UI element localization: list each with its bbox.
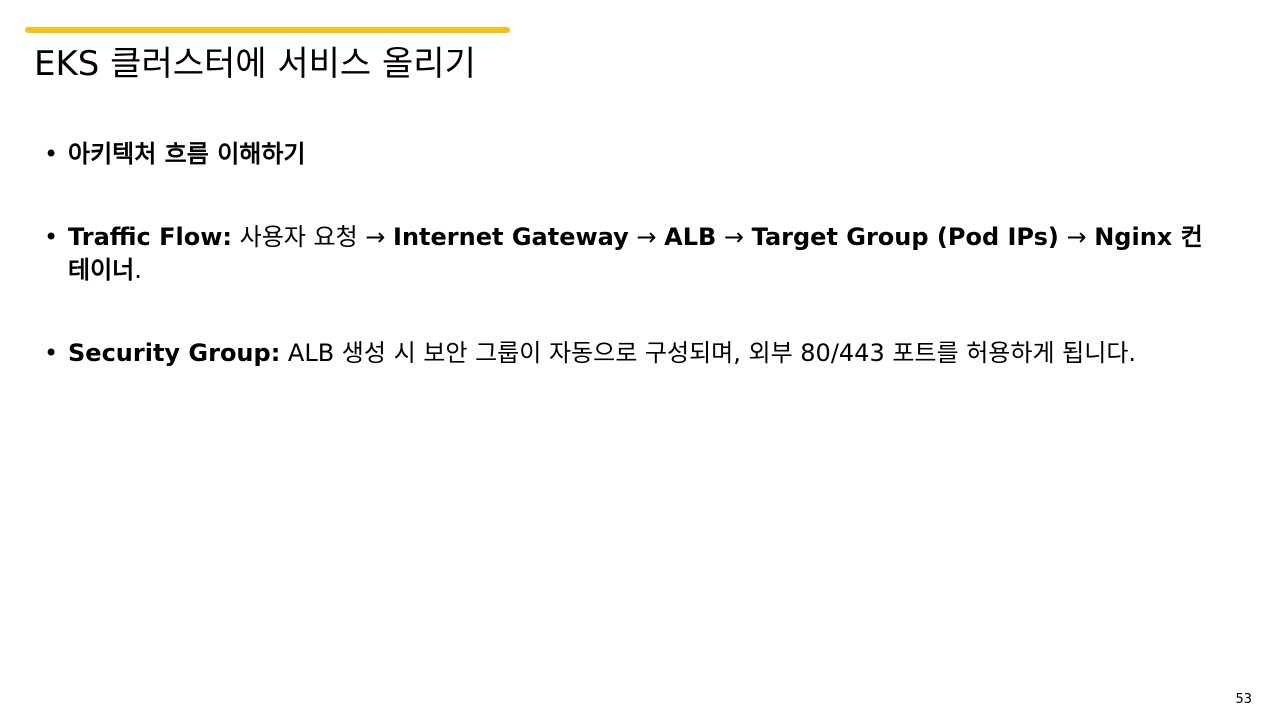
bullet-dot-icon: • [44, 339, 59, 367]
bullet-text: . [134, 256, 142, 284]
bullet-label: Security Group: [68, 339, 281, 367]
bullet-text: ALB 생성 시 보안 그룹이 자동으로 구성되며, 외부 80/443 포트를… [280, 339, 1137, 367]
bullet-text: 사용자 요청 → [232, 223, 394, 251]
bullet-label: Traffic Flow: [68, 223, 232, 251]
term-alb: ALB [664, 223, 717, 251]
term-nginx-container: Nginx 컨테이너 [68, 223, 1203, 284]
bullet-security-group: • Security Group: ALB 생성 시 보안 그룹이 자동으로 구… [40, 337, 1215, 370]
title-accent-bar [25, 27, 510, 33]
bullet-dot-icon: • [44, 140, 59, 168]
bullet-text: → [1058, 223, 1095, 251]
bullet-dot-icon: • [44, 223, 59, 251]
term-internet-gateway: Internet Gateway [393, 223, 629, 251]
slide-title: EKS 클러스터에 서비스 올리기 [34, 44, 476, 84]
bullet-heading: 아키텍처 흐름 이해하기 [68, 140, 306, 168]
page-number: 53 [1235, 692, 1252, 707]
bullet-list: • 아키텍처 흐름 이해하기 • Traffic Flow: 사용자 요청 → … [40, 138, 1215, 370]
bullet-text: → [628, 223, 665, 251]
term-target-group: Target Group (Pod IPs) [751, 223, 1059, 251]
bullet-text: → [716, 223, 752, 251]
bullet-traffic-flow: • Traffic Flow: 사용자 요청 → Internet Gatewa… [40, 221, 1215, 287]
bullet-architecture-flow: • 아키텍처 흐름 이해하기 [40, 138, 1215, 171]
